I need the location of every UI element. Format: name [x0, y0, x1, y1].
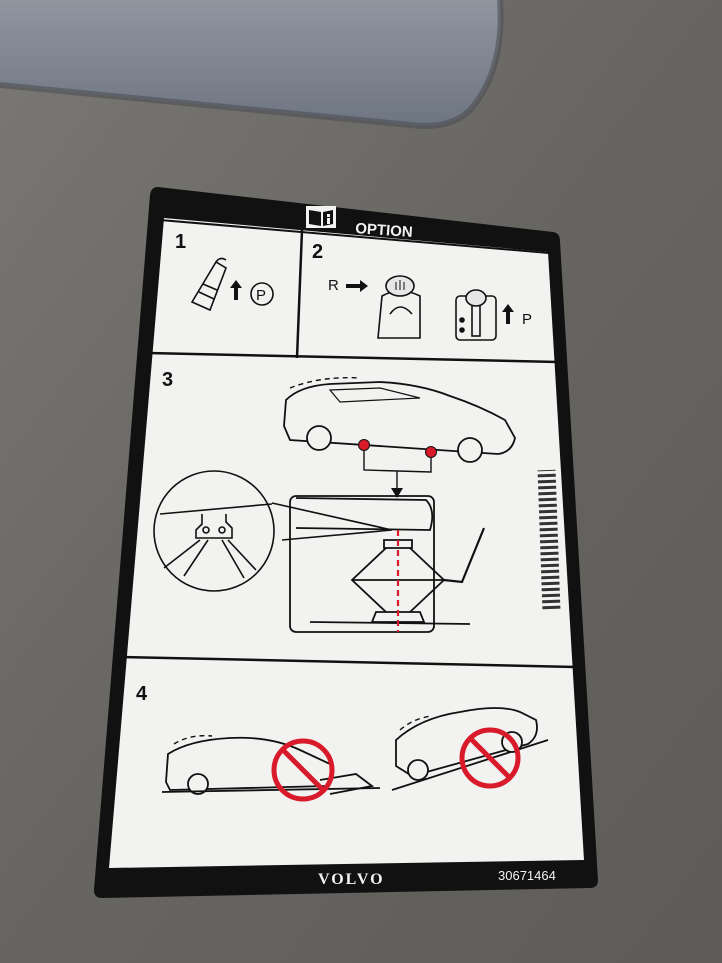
- automatic-gear-selector-icon: [455, 289, 497, 341]
- parking-p-symbol: P: [256, 287, 266, 304]
- scissor-jack-frame: [289, 495, 435, 633]
- barcode: [537, 469, 561, 611]
- up-arrow-icon-2: [502, 304, 514, 324]
- step4-number: 4: [136, 683, 148, 705]
- up-arrow-icon: [230, 280, 242, 300]
- gear-p-label: P: [522, 311, 532, 328]
- jack-point-rear: [425, 446, 437, 458]
- manual-book-icon: [306, 206, 336, 228]
- divider-step1-2: [295, 229, 304, 359]
- jack-point-connector: [363, 451, 432, 490]
- jack-instruction-label: OPTION 1 P 2 R: [94, 187, 598, 898]
- label-white-face: [109, 218, 584, 868]
- step3-number: 3: [162, 369, 173, 391]
- divider-top: [159, 219, 550, 254]
- jack-point-front: [358, 439, 370, 451]
- gear-r-label: R: [328, 277, 339, 294]
- jack-detail-zoom-circle: [153, 470, 275, 592]
- divider-step2-3: [147, 351, 559, 364]
- prohibited-icon: [271, 738, 335, 802]
- prohibited-icon-2: [459, 727, 521, 789]
- header-title: OPTION: [355, 220, 414, 241]
- part-number: 30671464: [498, 868, 556, 883]
- divider-step3-4: [121, 655, 576, 669]
- handbrake-icon: [190, 257, 227, 312]
- step1-number: 1: [175, 231, 186, 253]
- parking-p-circle: [250, 282, 274, 306]
- right-arrow-icon: [346, 280, 368, 292]
- manual-gear-shifter-icon: [377, 275, 421, 339]
- brand-logo: VOLVO: [318, 871, 385, 888]
- step2-number: 2: [312, 241, 323, 263]
- car-side-view: [283, 377, 516, 463]
